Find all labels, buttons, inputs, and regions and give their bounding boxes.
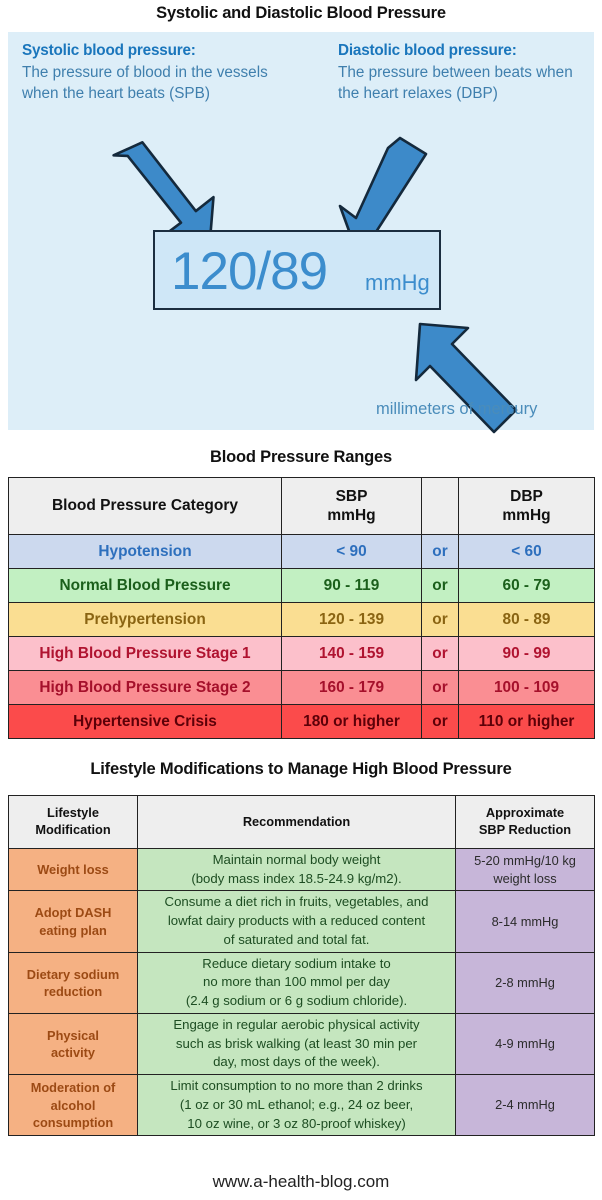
blood-pressure-reading-units: mmHg — [365, 270, 430, 295]
lifestyle-header-recommendation: Recommendation — [137, 795, 456, 849]
callout-systolic-heading: Systolic blood pressure: — [22, 42, 196, 59]
lifestyle-cell-recommendation: Limit consumption to no more than 2 drin… — [137, 1074, 456, 1137]
lifestyle-header-modification: Lifestyle Modification — [8, 795, 138, 849]
ranges-cell-sbp: 180 or higher — [281, 704, 422, 739]
ranges-cell-sbp: 120 - 139 — [281, 602, 422, 637]
ranges-cell-sbp: 140 - 159 — [281, 636, 422, 671]
ranges-cell-category: Normal Blood Pressure — [8, 568, 282, 603]
ranges-header-category: Blood Pressure Category — [8, 477, 282, 535]
blood-pressure-diagram-panel: Systolic blood pressure: The pressure of… — [8, 32, 594, 434]
ranges-header-dbp-line1: DBP — [510, 487, 543, 505]
blood-pressure-reading-box: 120/89 mmHg — [153, 230, 441, 310]
lifestyle-cell-recommendation: Engage in regular aerobic physical activ… — [137, 1012, 456, 1076]
lifestyle-section-title: Lifestyle Modifications to Manage High B… — [90, 760, 512, 778]
ranges-header-dbp: DBP mmHg — [458, 477, 595, 535]
ranges-cell-conjunction: or — [421, 534, 459, 569]
lifestyle-header-row: Lifestyle Modification Recommendation Ap… — [8, 795, 595, 849]
ranges-header-dbp-line2: mmHg — [502, 507, 551, 524]
ranges-cell-dbp: 90 - 99 — [458, 636, 595, 671]
callout-diastolic-heading: Diastolic blood pressure: — [338, 42, 517, 59]
lifestyle-cell-reduction: 2-4 mmHg — [455, 1074, 595, 1137]
callout-systolic-body: The pressure of blood in the vessels whe… — [22, 63, 268, 103]
lifestyle-header-red-line1: Approximate — [485, 805, 565, 821]
ranges-header-sbp-line2: mmHg — [327, 507, 376, 524]
lifestyle-cell-reduction: 2-8 mmHg — [455, 951, 595, 1014]
ranges-header-row: Blood Pressure Category SBP mmHg DBP mmH… — [8, 477, 595, 535]
ranges-cell-sbp: < 90 — [281, 534, 422, 569]
blood-pressure-ranges-table: Blood Pressure Category SBP mmHg DBP mmH… — [8, 477, 595, 739]
ranges-section-title: Blood Pressure Ranges — [210, 448, 392, 466]
ranges-cell-conjunction: or — [421, 568, 459, 603]
ranges-cell-category: Hypotension — [8, 534, 282, 569]
mercury-caption: millimeters of mercury — [376, 400, 538, 418]
lifestyle-cell-modification: Weight loss — [8, 847, 138, 892]
ranges-cell-dbp: 110 or higher — [458, 704, 595, 739]
site-footer: www.a-health-blog.com — [212, 1172, 390, 1191]
lifestyle-cell-recommendation: Consume a diet rich in fruits, vegetable… — [137, 890, 456, 953]
ranges-cell-category: High Blood Pressure Stage 1 — [8, 636, 282, 671]
ranges-cell-conjunction: or — [421, 602, 459, 637]
lifestyle-cell-reduction: 4-9 mmHg — [455, 1012, 595, 1076]
ranges-cell-category: Hypertensive Crisis — [8, 704, 282, 739]
ranges-cell-dbp: 60 - 79 — [458, 568, 595, 603]
ranges-cell-dbp: < 60 — [458, 534, 595, 569]
blood-pressure-reading-value: 120/89 — [171, 242, 328, 301]
ranges-cell-sbp: 160 - 179 — [281, 670, 422, 705]
lifestyle-header-reduction: Approximate SBP Reduction — [455, 795, 595, 849]
callout-systolic: Systolic blood pressure: The pressure of… — [22, 40, 272, 105]
ranges-cell-category: High Blood Pressure Stage 2 — [8, 670, 282, 705]
lifestyle-modifications-table: Lifestyle Modification Recommendation Ap… — [8, 795, 595, 1137]
ranges-cell-conjunction: or — [421, 670, 459, 705]
lifestyle-header-mod-line1: Lifestyle — [47, 805, 99, 821]
ranges-cell-dbp: 100 - 109 — [458, 670, 595, 705]
page-title: Systolic and Diastolic Blood Pressure — [156, 4, 446, 22]
lifestyle-cell-recommendation: Maintain normal body weight(body mass in… — [137, 847, 456, 892]
ranges-header-sbp: SBP mmHg — [281, 477, 422, 535]
ranges-cell-category: Prehypertension — [8, 602, 282, 637]
ranges-cell-dbp: 80 - 89 — [458, 602, 595, 637]
ranges-header-sbp-line1: SBP — [335, 487, 368, 505]
callout-diastolic: Diastolic blood pressure: The pressure b… — [338, 40, 588, 105]
lifestyle-cell-reduction: 8-14 mmHg — [455, 890, 595, 953]
lifestyle-header-red-line2: SBP Reduction — [478, 822, 572, 837]
lifestyle-header-mod-line2: Modification — [35, 822, 111, 837]
arrow-to-units-icon — [414, 322, 518, 434]
ranges-cell-sbp: 90 - 119 — [281, 568, 422, 603]
ranges-header-middle — [421, 477, 459, 535]
ranges-cell-conjunction: or — [421, 704, 459, 739]
ranges-cell-conjunction: or — [421, 636, 459, 671]
callout-diastolic-body: The pressure between beats when the hear… — [338, 63, 573, 103]
